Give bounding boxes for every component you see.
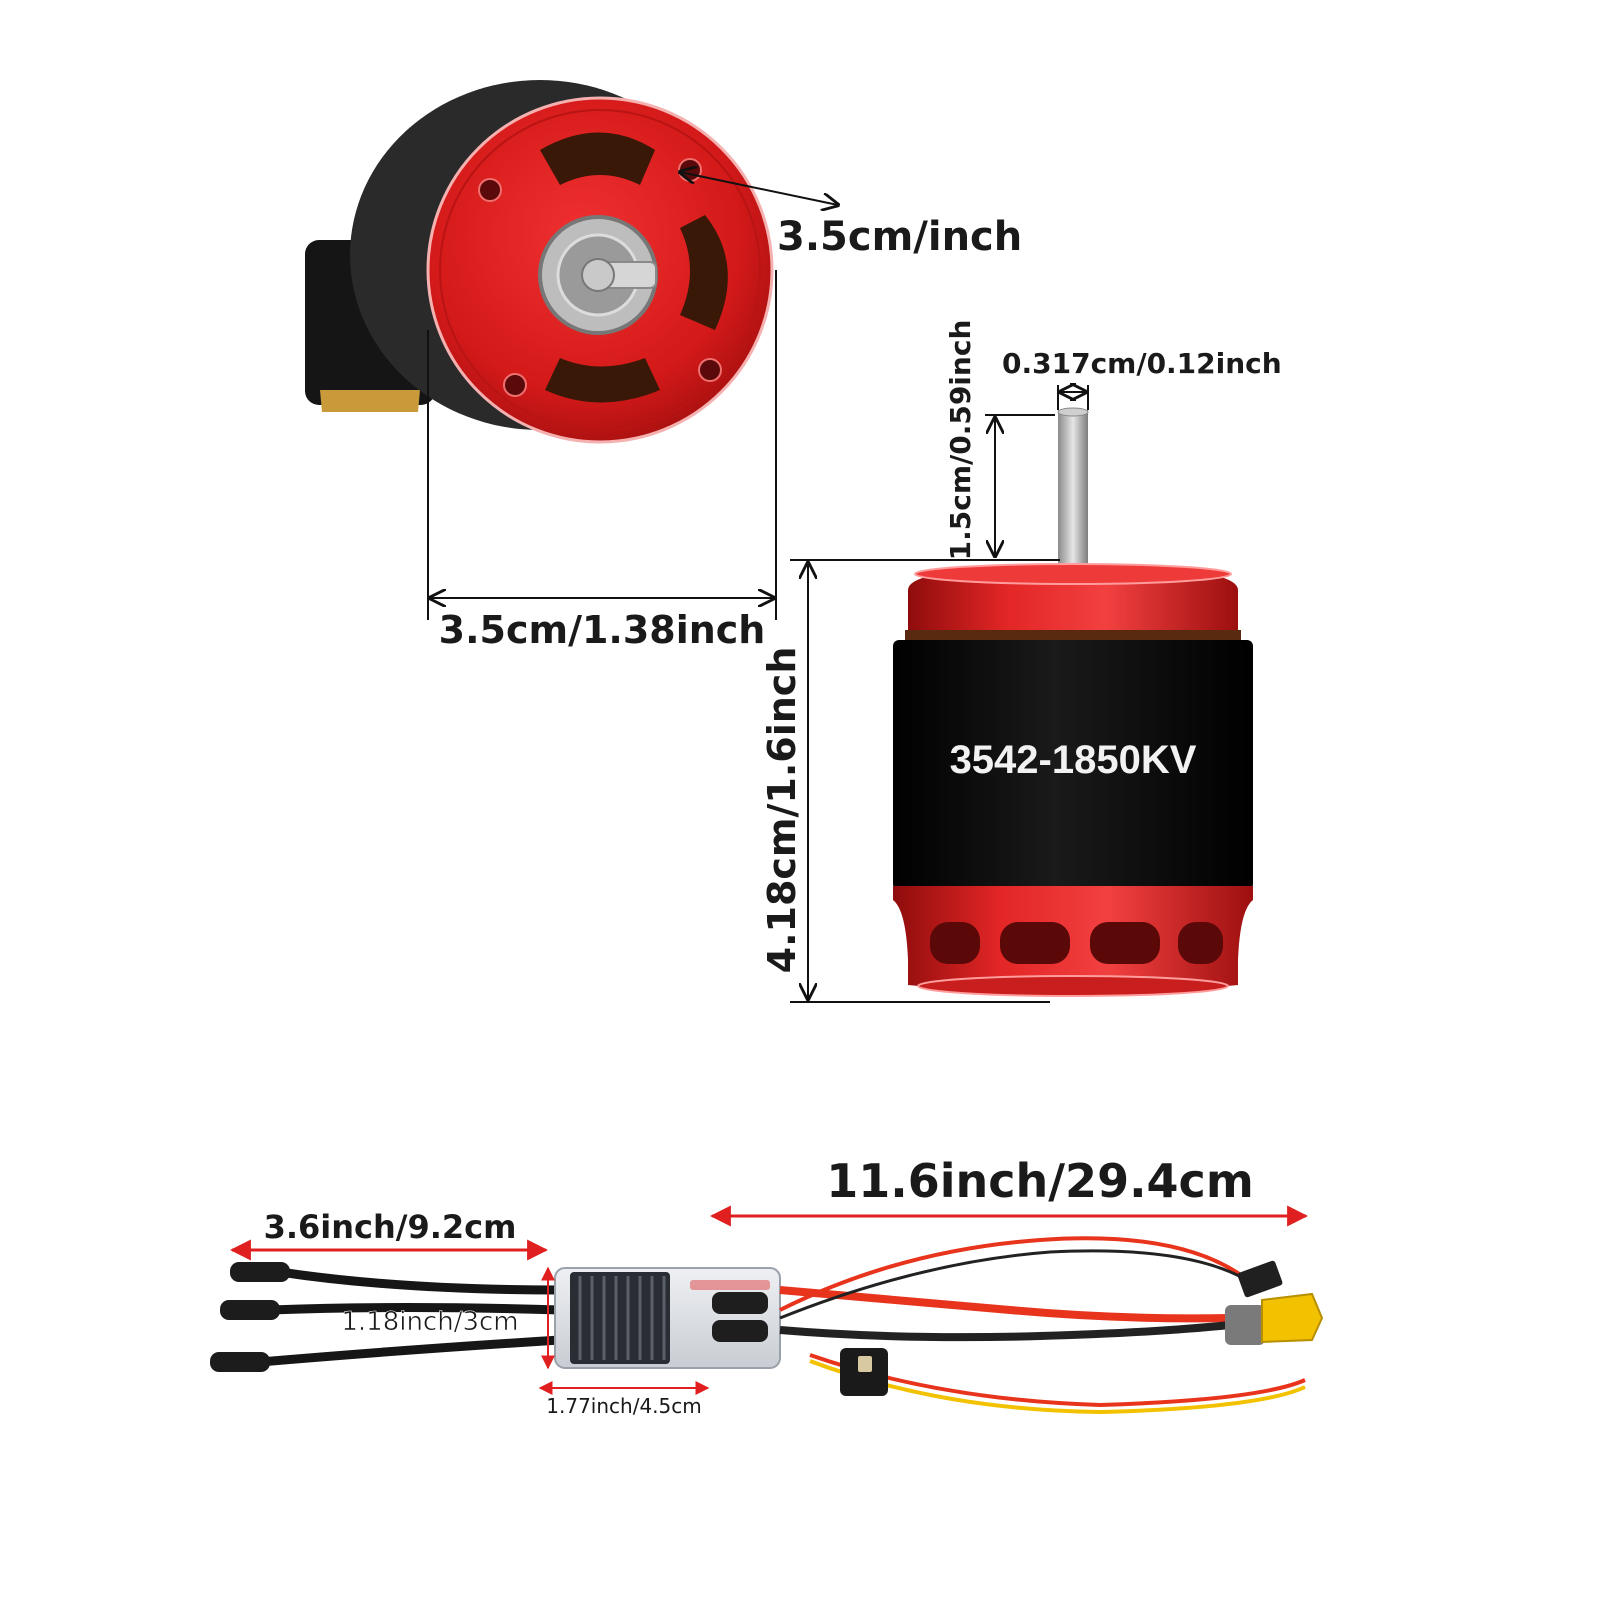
power-lead-red xyxy=(779,1286,1231,1323)
winding-window xyxy=(545,358,660,403)
motor-model-label: 3542-1850KV xyxy=(950,738,1197,782)
esc-assembly xyxy=(210,1236,1324,1415)
motor-lead-wire xyxy=(259,1335,561,1367)
hole-dimension-arrow xyxy=(680,172,838,205)
signal-lead-red xyxy=(779,1236,1247,1312)
power-lead-length-label: 11.6inch/29.4cm xyxy=(826,1154,1254,1208)
vent-window xyxy=(1090,922,1160,964)
mount-hole xyxy=(478,178,502,202)
motor-lead-length-label: 3.6inch/9.2cm xyxy=(264,1208,517,1246)
esc-capacitor xyxy=(712,1292,768,1314)
motor-lead-wire xyxy=(269,1303,561,1315)
vent-window xyxy=(1178,922,1223,964)
bullet-connector xyxy=(220,1300,280,1320)
mount-hole xyxy=(678,158,702,182)
winding-window xyxy=(540,132,655,185)
power-lead-black xyxy=(779,1321,1231,1342)
vent-window xyxy=(1000,922,1070,964)
signal-lead-black xyxy=(779,1249,1251,1320)
mount-hole xyxy=(503,373,527,397)
esc-heatsink xyxy=(570,1272,670,1364)
motor-base-bell xyxy=(893,886,1253,994)
xt60-housing xyxy=(1225,1305,1265,1345)
motor-side-view: 3542-1850KV xyxy=(893,407,1253,997)
gold-connector xyxy=(320,390,420,412)
servo-connector xyxy=(1237,1260,1283,1298)
esc-capacitor xyxy=(712,1320,768,1342)
diameter-dimension-label: 3.5cm/1.38inch xyxy=(439,608,766,652)
bullet-connector xyxy=(210,1352,270,1372)
board-width-label: 1.18inch/3cm xyxy=(341,1307,518,1337)
motor-can-body xyxy=(893,640,1253,890)
shaft-length-label: 1.5cm/0.59inch xyxy=(944,320,977,561)
board-length-label: 1.77inch/4.5cm xyxy=(546,1394,701,1418)
hole-dimension-label: 3.5cm/inch xyxy=(777,214,1022,260)
xt60-connector xyxy=(1261,1292,1324,1344)
motor-front-view xyxy=(305,80,774,444)
vent-window xyxy=(930,922,980,964)
shaft-diameter-label: 0.317cm/0.12inch xyxy=(1002,347,1282,380)
mount-hole xyxy=(698,358,722,382)
bullet-connector xyxy=(230,1262,290,1282)
motor-shaft xyxy=(1058,410,1088,570)
body-length-label: 4.18cm/1.6inch xyxy=(760,647,804,974)
winding-window xyxy=(680,215,728,330)
motor-lead-wire xyxy=(279,1267,561,1295)
